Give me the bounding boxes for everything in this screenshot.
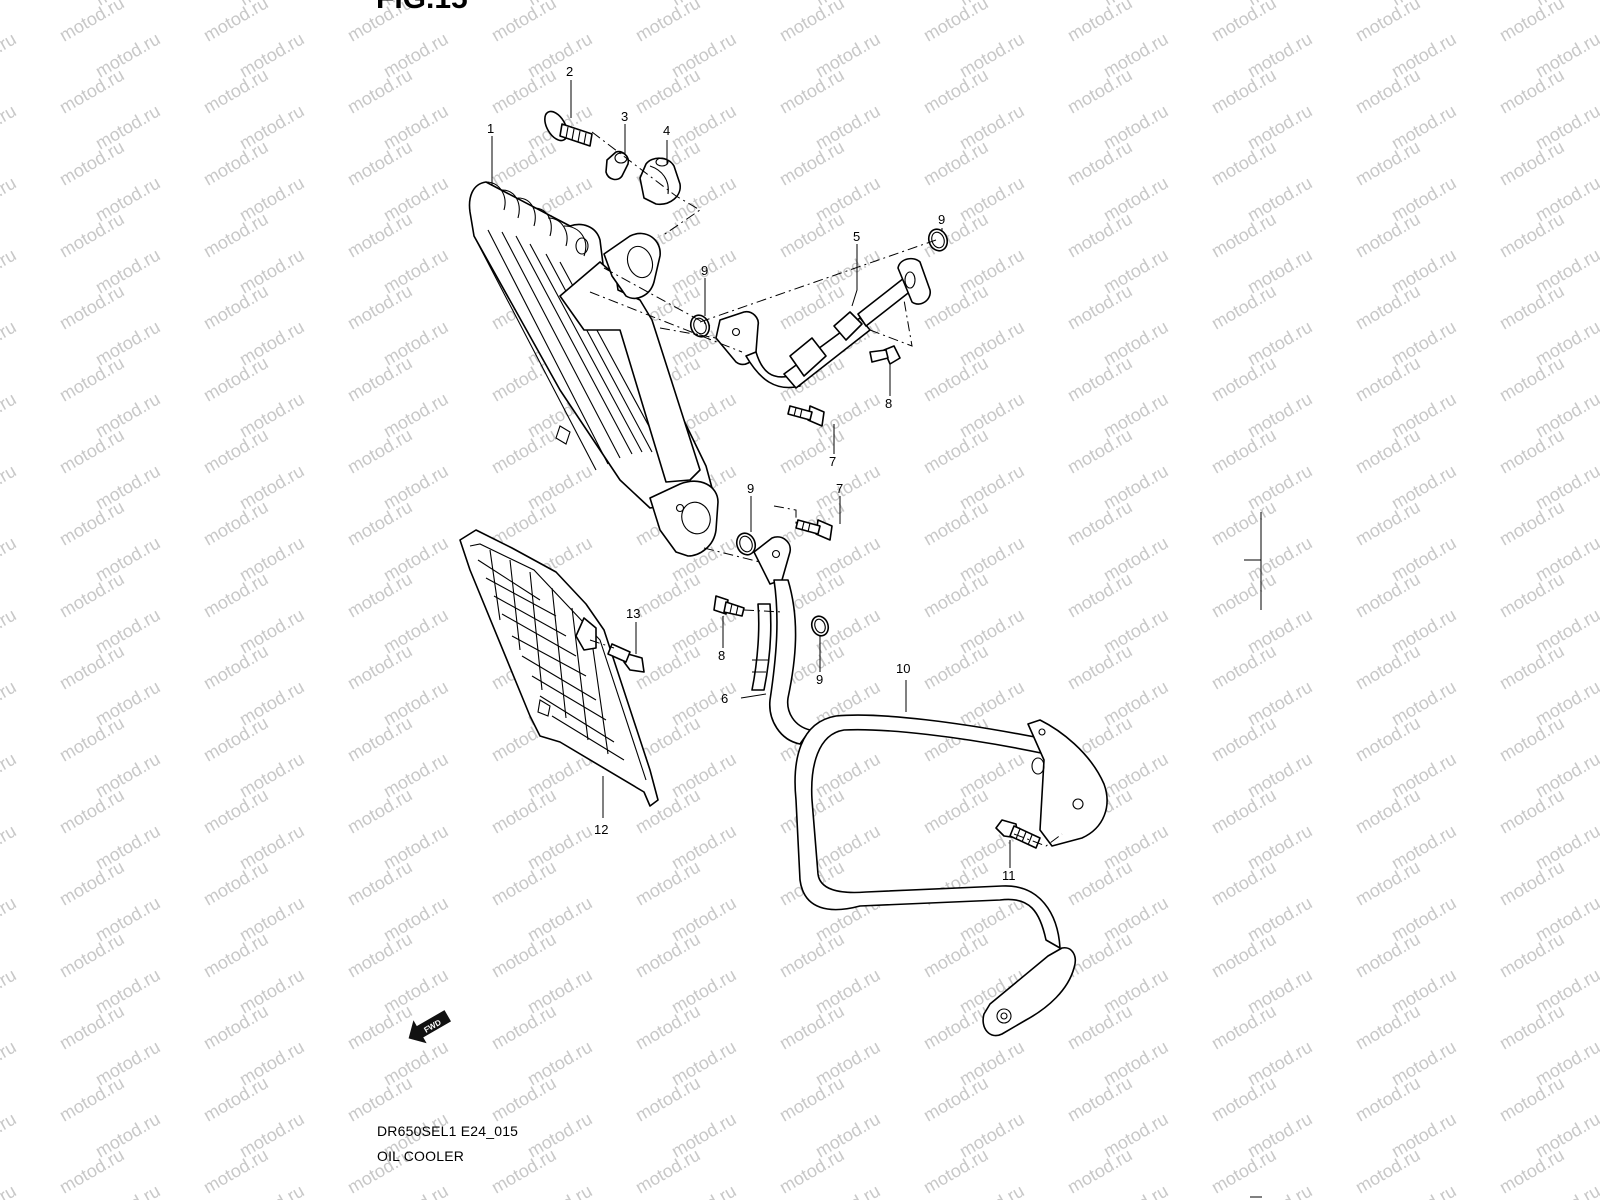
callout-4: 4 — [663, 123, 670, 138]
frame-marker — [1244, 512, 1262, 1198]
callout-7a: 7 — [829, 454, 836, 469]
bolt-8a — [869, 345, 901, 365]
o-ring-9b — [927, 228, 949, 252]
mounting-bolt — [544, 110, 593, 147]
bolt-7a — [787, 405, 825, 427]
callout-5: 5 — [853, 229, 860, 244]
callout-11: 11 — [1002, 868, 1016, 883]
callout-leaders — [491, 80, 1011, 868]
callout-2: 2 — [566, 64, 573, 79]
callout-8a: 8 — [885, 396, 892, 411]
callout-6: 6 — [721, 691, 728, 706]
callout-1: 1 — [487, 121, 494, 136]
callout-labels: 1 2 3 4 5 6 7 7 8 8 9 9 9 9 10 11 12 13 — [487, 64, 1016, 883]
oil-hose-lower — [751, 536, 811, 745]
collar — [605, 150, 630, 181]
assembly-lines — [589, 131, 1063, 847]
model-code-caption: DR650SEL1 E24_015 — [377, 1123, 519, 1139]
callout-8b: 8 — [718, 648, 725, 663]
fwd-arrow-icon: FWD — [408, 1010, 452, 1044]
guard-bar — [794, 714, 1108, 1037]
callout-10: 10 — [896, 661, 910, 676]
diagram-title-caption: OIL COOLER — [377, 1148, 465, 1164]
rubber-cushion — [639, 157, 681, 206]
oil-hose-upper — [715, 257, 931, 389]
cooler-guard-grille — [459, 529, 659, 807]
callout-9b: 9 — [938, 212, 945, 227]
callout-9a: 9 — [701, 263, 708, 278]
o-ring-9c — [735, 532, 757, 556]
callout-3: 3 — [621, 109, 628, 124]
bolt-13 — [607, 643, 645, 673]
callout-12: 12 — [594, 822, 608, 837]
bolt-8b — [713, 595, 745, 617]
bolt-11 — [995, 819, 1041, 849]
callout-9c: 9 — [747, 481, 754, 496]
o-ring-9d — [810, 615, 830, 637]
callout-9d: 9 — [816, 672, 823, 687]
bolt-7b — [795, 519, 833, 541]
oil-cooler-core — [468, 181, 719, 557]
figure-title: FIG.15 — [376, 0, 468, 16]
callout-7b: 7 — [836, 481, 843, 496]
callout-13: 13 — [626, 606, 640, 621]
